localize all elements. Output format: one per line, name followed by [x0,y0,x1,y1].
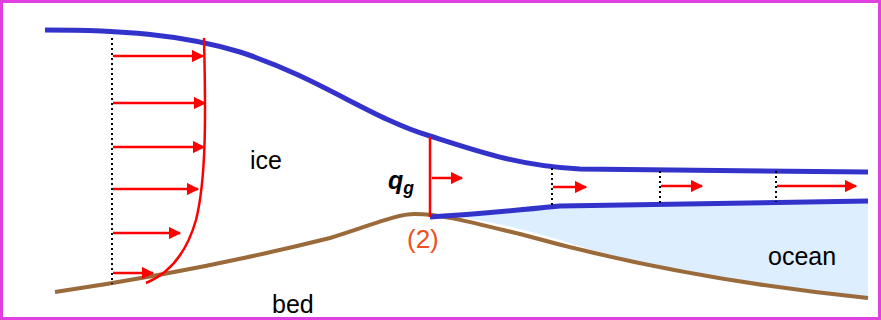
flux-arrow [432,177,462,180]
bed-label: bed [272,292,314,317]
shelf-base [430,201,868,217]
ocean-label: ocean [768,244,836,269]
velocity-profile [146,38,205,283]
profile-line [111,38,113,284]
flux-symbol: qg [388,168,414,198]
velocity-arrows [113,56,205,273]
ice-surface [45,30,868,172]
ocean-region [430,201,868,300]
shelf-arrows [553,186,856,187]
ice-label: ice [250,148,282,173]
bed-line [55,214,868,298]
shelf-profiles [552,168,776,206]
grounding-line [429,137,432,217]
callout-number: (2) [407,226,439,252]
